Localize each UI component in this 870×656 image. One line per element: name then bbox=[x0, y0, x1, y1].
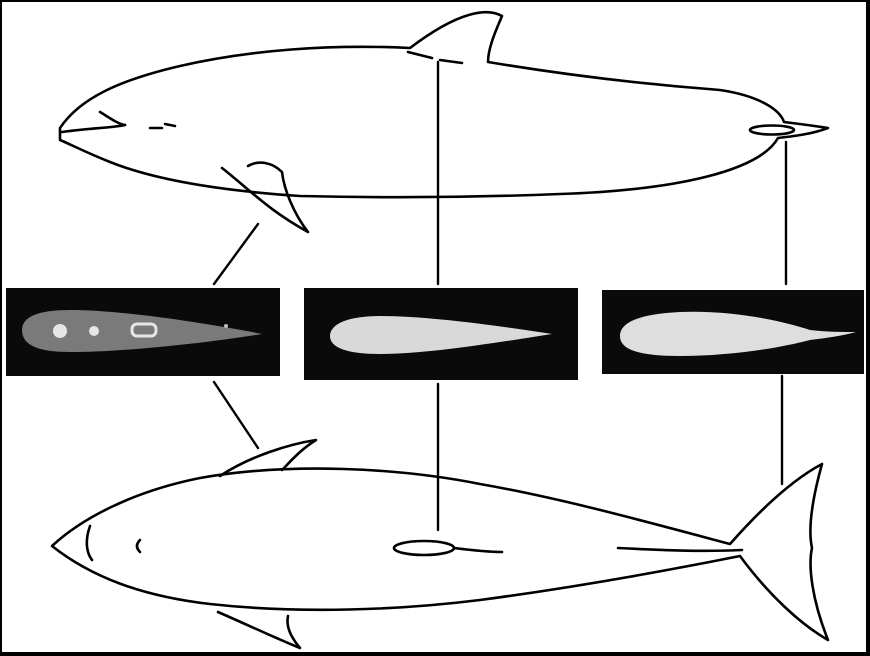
top-dorsal-section-mark bbox=[394, 541, 454, 555]
dolphin-side-view bbox=[60, 12, 828, 232]
side-mouth-line bbox=[62, 125, 125, 132]
top-blowhole bbox=[137, 540, 140, 552]
fluke-section-panel bbox=[602, 290, 864, 374]
pectoral-inclusion-2 bbox=[89, 326, 99, 336]
side-melon-line bbox=[100, 112, 125, 125]
side-fluke-section-mark bbox=[750, 126, 794, 135]
pectoral-inclusion-4 bbox=[224, 324, 228, 328]
side-body-outline bbox=[60, 12, 828, 197]
side-dorsal-section-mark bbox=[408, 52, 462, 63]
top-pectoral-fin-lower bbox=[218, 612, 300, 648]
dolphin-top-view bbox=[52, 440, 828, 648]
top-spine-line-front bbox=[454, 548, 502, 552]
dorsal-section-panel bbox=[304, 288, 578, 380]
leader-pectoral-upper bbox=[214, 224, 258, 284]
top-body-outline bbox=[52, 464, 828, 640]
side-pectoral-fin bbox=[222, 163, 308, 232]
pectoral-section-panel bbox=[6, 288, 280, 376]
top-keel-line bbox=[618, 548, 742, 551]
side-eye bbox=[150, 124, 175, 128]
leader-pectoral-lower bbox=[214, 382, 258, 448]
top-rostrum-crease bbox=[87, 526, 92, 560]
pectoral-inclusion-1 bbox=[53, 324, 67, 338]
